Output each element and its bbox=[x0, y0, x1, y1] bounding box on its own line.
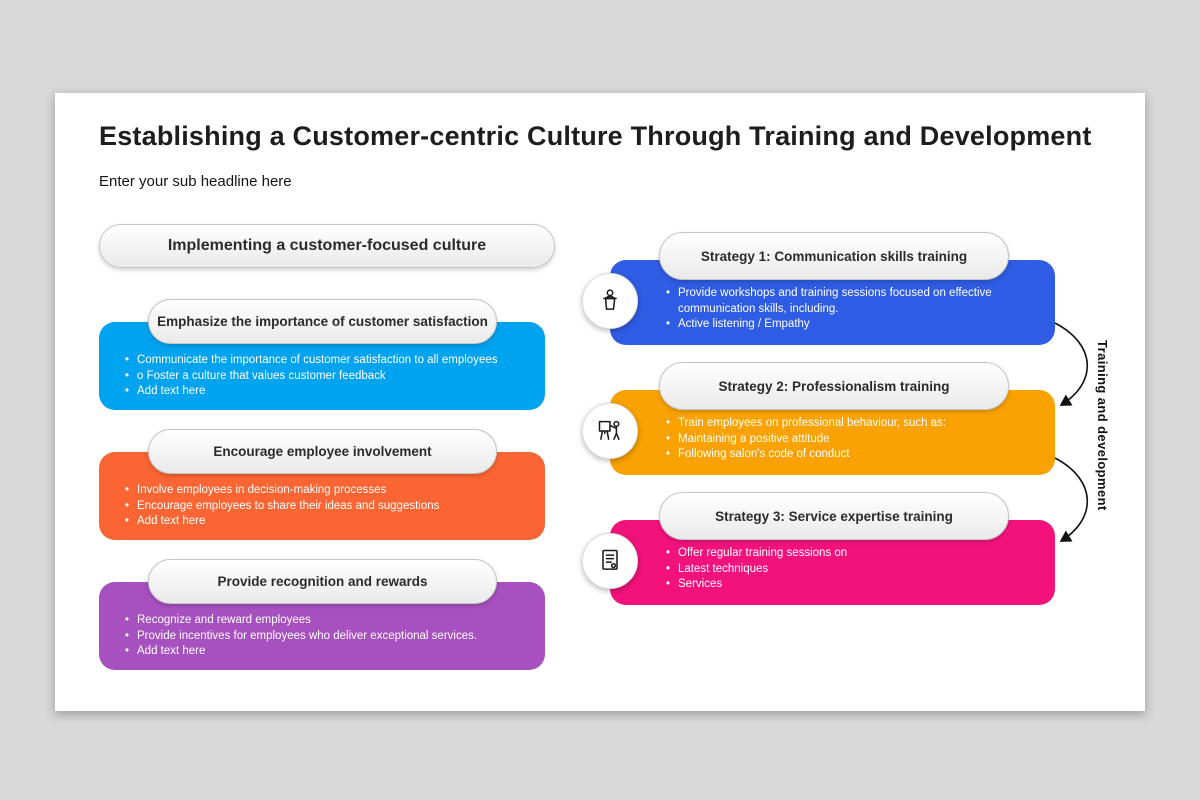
bullet-list: Provide workshops and training sessions … bbox=[610, 260, 1055, 333]
bullet-list: Communicate the importance of customer s… bbox=[99, 322, 545, 400]
block-title-pill: Emphasize the importance of customer sat… bbox=[148, 299, 497, 344]
training-development-label: Training and development bbox=[1095, 340, 1110, 511]
curved-arrow bbox=[1054, 322, 1089, 406]
strategy-1-icon-circle bbox=[582, 273, 638, 329]
left-block-recognition-rewards: Provide recognition and rewards Recogniz… bbox=[99, 559, 545, 670]
bullet-list: Train employees on professional behaviou… bbox=[610, 390, 1055, 463]
strategy-2-block: Strategy 2: Professionalism training Tra… bbox=[610, 362, 1055, 475]
bullet-item: Add text here bbox=[125, 644, 531, 660]
bullet-item: Add text here bbox=[125, 384, 531, 400]
slide-canvas: Establishing a Customer-centric Culture … bbox=[55, 93, 1145, 711]
presenter-board-icon bbox=[598, 420, 620, 440]
strategy-3-block: Strategy 3: Service expertise training O… bbox=[610, 492, 1055, 605]
bullet-item: Recognize and reward employees bbox=[125, 613, 531, 629]
block-title-pill: Provide recognition and rewards bbox=[148, 559, 497, 604]
left-column-header: Implementing a customer-focused culture bbox=[99, 224, 555, 268]
strategy-1-block: Strategy 1: Communication skills trainin… bbox=[610, 232, 1055, 345]
bullet-list: Recognize and reward employees Provide i… bbox=[99, 582, 545, 660]
page-subtitle: Enter your sub headline here bbox=[99, 173, 292, 190]
bullet-item: Following salon's code of conduct bbox=[666, 447, 1041, 463]
bullet-item: Active listening / Empathy bbox=[666, 317, 1041, 333]
speaker-podium-icon bbox=[603, 289, 617, 310]
left-block-customer-satisfaction: Emphasize the importance of customer sat… bbox=[99, 299, 545, 410]
curved-arrow bbox=[1054, 457, 1089, 542]
bullet-item: Involve employees in decision-making pro… bbox=[125, 483, 531, 499]
bullet-item: Provide workshops and training sessions … bbox=[666, 286, 1041, 317]
left-block-employee-involvement: Encourage employee involvement Involve e… bbox=[99, 429, 545, 540]
bullet-item: Add text here bbox=[125, 514, 531, 530]
bullet-list: Involve employees in decision-making pro… bbox=[99, 452, 545, 530]
bullet-item: Communicate the importance of customer s… bbox=[125, 353, 531, 369]
bullet-item: Train employees on professional behaviou… bbox=[666, 416, 1041, 432]
bullet-item: o Foster a culture that values customer … bbox=[125, 369, 531, 385]
bullet-item: Latest techniques bbox=[666, 562, 1041, 578]
bullet-item: Services bbox=[666, 577, 1041, 593]
block-title-pill: Encourage employee involvement bbox=[148, 429, 497, 474]
strategy-2-icon-circle bbox=[582, 403, 638, 459]
strategy-3-icon-circle bbox=[582, 533, 638, 589]
block-title-pill: Strategy 2: Professionalism training bbox=[659, 362, 1009, 410]
flow-arrows bbox=[1054, 322, 1089, 542]
block-title-pill: Strategy 3: Service expertise training bbox=[659, 492, 1009, 540]
bullet-list: Offer regular training sessions on Lates… bbox=[610, 520, 1055, 593]
certificate-icon bbox=[602, 549, 618, 570]
bullet-item: Offer regular training sessions on bbox=[666, 546, 1041, 562]
bullet-item: Provide incentives for employees who del… bbox=[125, 629, 531, 645]
page-title: Establishing a Customer-centric Culture … bbox=[99, 121, 1092, 151]
block-title-pill: Strategy 1: Communication skills trainin… bbox=[659, 232, 1009, 280]
bullet-item: Maintaining a positive attitude bbox=[666, 432, 1041, 448]
bullet-item: Encourage employees to share their ideas… bbox=[125, 499, 531, 515]
